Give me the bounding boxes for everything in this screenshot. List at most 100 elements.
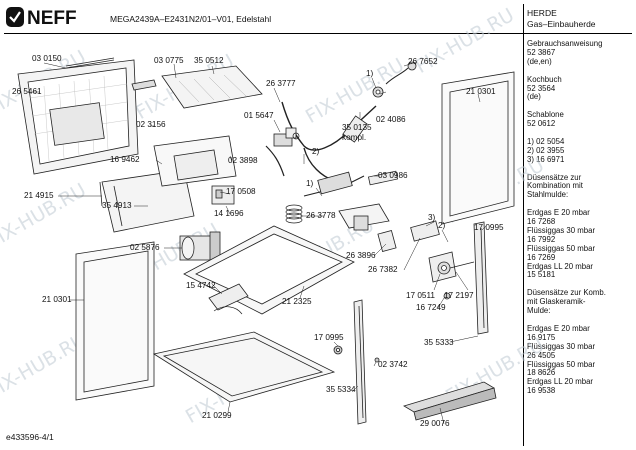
left-bracket — [99, 169, 195, 233]
part-number-label: kompl. — [342, 133, 366, 142]
part-number-label: 02 3156 — [136, 120, 166, 129]
part-number-label: 2) — [438, 221, 446, 230]
part-number-label: 15 4742 — [186, 281, 216, 290]
part-number-label: 2) — [312, 147, 320, 156]
part-number-label: 02 5876 — [130, 243, 160, 252]
sidebar-line: Stahlmulde: — [527, 190, 569, 200]
sidebar-line: Düsensätze zur Komb. — [527, 288, 606, 298]
sidebar-line: Erdgas E 20 mbar — [527, 323, 590, 333]
part-number-label: 1) — [306, 179, 314, 188]
control-valve — [273, 127, 300, 147]
sidebar-line: 52 0612 — [527, 119, 556, 129]
sidebar-line: Mulde: — [527, 306, 551, 316]
part-number-label: 21 4915 — [24, 191, 54, 200]
sidebar-line: Gebrauchsanweisung — [527, 39, 603, 48]
sidebar-line: 16 7268 — [527, 217, 556, 227]
part-number-label: 17 0511 — [406, 291, 435, 300]
sidebar-line: 3) 16 6971 — [527, 154, 565, 164]
part-number-label: 02 3742 — [378, 360, 408, 369]
sidebar-line: Erdgas E 20 mbar — [527, 208, 590, 218]
part-number-label: 21 0299 — [202, 411, 232, 420]
bottom-plate — [152, 331, 336, 403]
gas-pipe-assembly — [265, 61, 417, 182]
left-side-panel — [75, 241, 155, 401]
sidebar-line: Flüssiggas 50 mbar — [527, 243, 596, 253]
part-number-label: 03 0986 — [378, 171, 408, 180]
part-number-label: 21 0301 — [42, 295, 72, 304]
oven-base-tray — [183, 225, 355, 315]
sidebar-line: 1) 02 5054 — [527, 136, 565, 146]
part-number-label: 02 4086 — [376, 115, 406, 124]
sidebar-line: Düsensätze zur — [527, 172, 582, 182]
part-callouts: 03 0150 26 5461 03 0775 35 0512 26 3777 1) 26 … — [12, 54, 504, 428]
part-number-label: 16 9462 — [110, 155, 140, 164]
part-number-label: 26 3777 — [266, 79, 296, 88]
part-number-label: 29 0076 — [420, 419, 450, 428]
sidebar-divider — [523, 4, 524, 446]
sidebar-line: 26 4505 — [527, 350, 556, 360]
right-side-panel — [441, 71, 515, 225]
sidebar-line: Erdgas LL 20 mbar — [527, 377, 594, 387]
sidebar-line: 52 3867 — [527, 47, 556, 57]
part-number-label: 26 3896 — [346, 251, 376, 260]
sidebar-line: 16 7269 — [527, 252, 556, 262]
top-cover-plate — [161, 65, 263, 109]
sidebar-line: 16 7992 — [527, 234, 556, 244]
part-number-label: 26 5461 — [12, 87, 42, 96]
part-number-label: 03 0775 — [154, 56, 184, 65]
sidebar-line: Flüssiggas 50 mbar — [527, 359, 596, 369]
part-number-label: 01 5647 — [244, 111, 274, 120]
sidebar-line: 16 9175 — [527, 332, 556, 342]
sidebar-line: (de,en) — [527, 56, 552, 66]
burner-spiral — [285, 204, 303, 224]
part-number-label: 17 0995 — [474, 223, 504, 232]
brand-logo: NEFF — [6, 7, 77, 28]
left-front-rail — [353, 299, 367, 425]
part-number-label: 21 0301 — [466, 87, 496, 96]
part-number-label: 14 1696 — [214, 209, 244, 218]
header-divider — [4, 33, 632, 34]
sidebar-line: Flüssiggas 30 mbar — [527, 341, 596, 351]
part-number-label: 26 7652 — [408, 57, 438, 66]
part-number-label: 35 4913 — [102, 201, 132, 210]
right-rail — [473, 221, 489, 335]
sidebar-line: 16 9538 — [527, 386, 556, 396]
part-number-label: 35 0512 — [194, 56, 224, 65]
model-line: MEGA2439A–E2431N2/01–V01, Edelstahl — [110, 14, 272, 24]
sidebar-line: 15 5181 — [527, 270, 556, 280]
document-footer: e433596-4/1 — [6, 432, 54, 442]
part-number-label: 1) — [366, 69, 374, 78]
part-number-label: 26 7382 — [368, 265, 398, 274]
part-number-label: 16 7249 — [416, 303, 446, 312]
sidebar-line: Kochbuch — [527, 74, 562, 84]
brand-wordmark: NEFF — [27, 8, 77, 28]
sidebar-line: 52 3564 — [527, 83, 556, 93]
fan-motor — [179, 231, 221, 261]
oven-back-panel — [17, 59, 139, 175]
sidebar-line: (de) — [527, 92, 541, 102]
part-number-label: 17 2197 — [444, 291, 474, 300]
front-trim-strip — [403, 381, 497, 421]
category-title: HERDE — [527, 8, 557, 18]
sidebar-line: 2) 02 3955 — [527, 145, 565, 155]
gas-tap — [428, 251, 475, 283]
sidebar-line: 18 8626 — [527, 368, 556, 378]
part-number-label: 02 3898 — [228, 156, 258, 165]
subcategory-title: Gas–Einbauherde — [527, 19, 596, 29]
part-number-label: 35 0135 — [342, 123, 372, 132]
control-housing — [153, 135, 237, 187]
part-number-label: 35 5334 — [326, 385, 356, 394]
part-number-label: 17 0508 — [226, 187, 256, 196]
parts-drawing: 03 0150 26 5461 03 0775 35 0512 26 3777 1) 26 … — [12, 54, 515, 428]
sidebar-line: Flüssiggas 30 mbar — [527, 225, 596, 235]
sidebar-line: Schablone — [527, 110, 564, 120]
sidebar-line: Kombination mit — [527, 181, 583, 191]
part-number-label: 21 2325 — [282, 297, 312, 306]
part-number-label: 26 3778 — [306, 211, 336, 220]
part-number-label: 17 0995 — [314, 333, 344, 342]
part-number-label: 3) — [428, 213, 436, 222]
part-number-label: 35 5333 — [424, 338, 454, 347]
part-number-label: 03 0150 — [32, 54, 62, 63]
